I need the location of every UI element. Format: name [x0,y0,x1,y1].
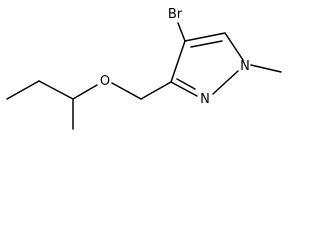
oxygen-atom-label: O [100,74,110,89]
bond-c4-bromine [177,22,186,42]
bond-c4-c5-double [190,40,223,48]
bond-n2-c3 [170,81,198,97]
nitrogen-1-atom-label: N [240,59,250,74]
bond-ch3-ch2 [6,80,40,100]
bond-n2-c3-double [176,78,196,90]
bond-ch2-ring [140,81,172,100]
bond-oxygen-ch2 [111,82,142,100]
bromine-atom-label: Br [168,7,183,22]
molecule-drawing: Br O N N [6,7,282,130]
structure-diagram: Br O N N [6,7,282,130]
bond-ch-oxygen [72,84,98,100]
bond-n1-methyl [250,64,282,73]
bond-n1-n2 [212,70,239,95]
bond-c4-c5 [184,32,226,42]
bond-c5-n1 [224,32,244,61]
nitrogen-2-atom-label: N [200,92,210,107]
bond-ch2-ch [38,80,74,100]
bond-c3-c4 [170,40,186,83]
